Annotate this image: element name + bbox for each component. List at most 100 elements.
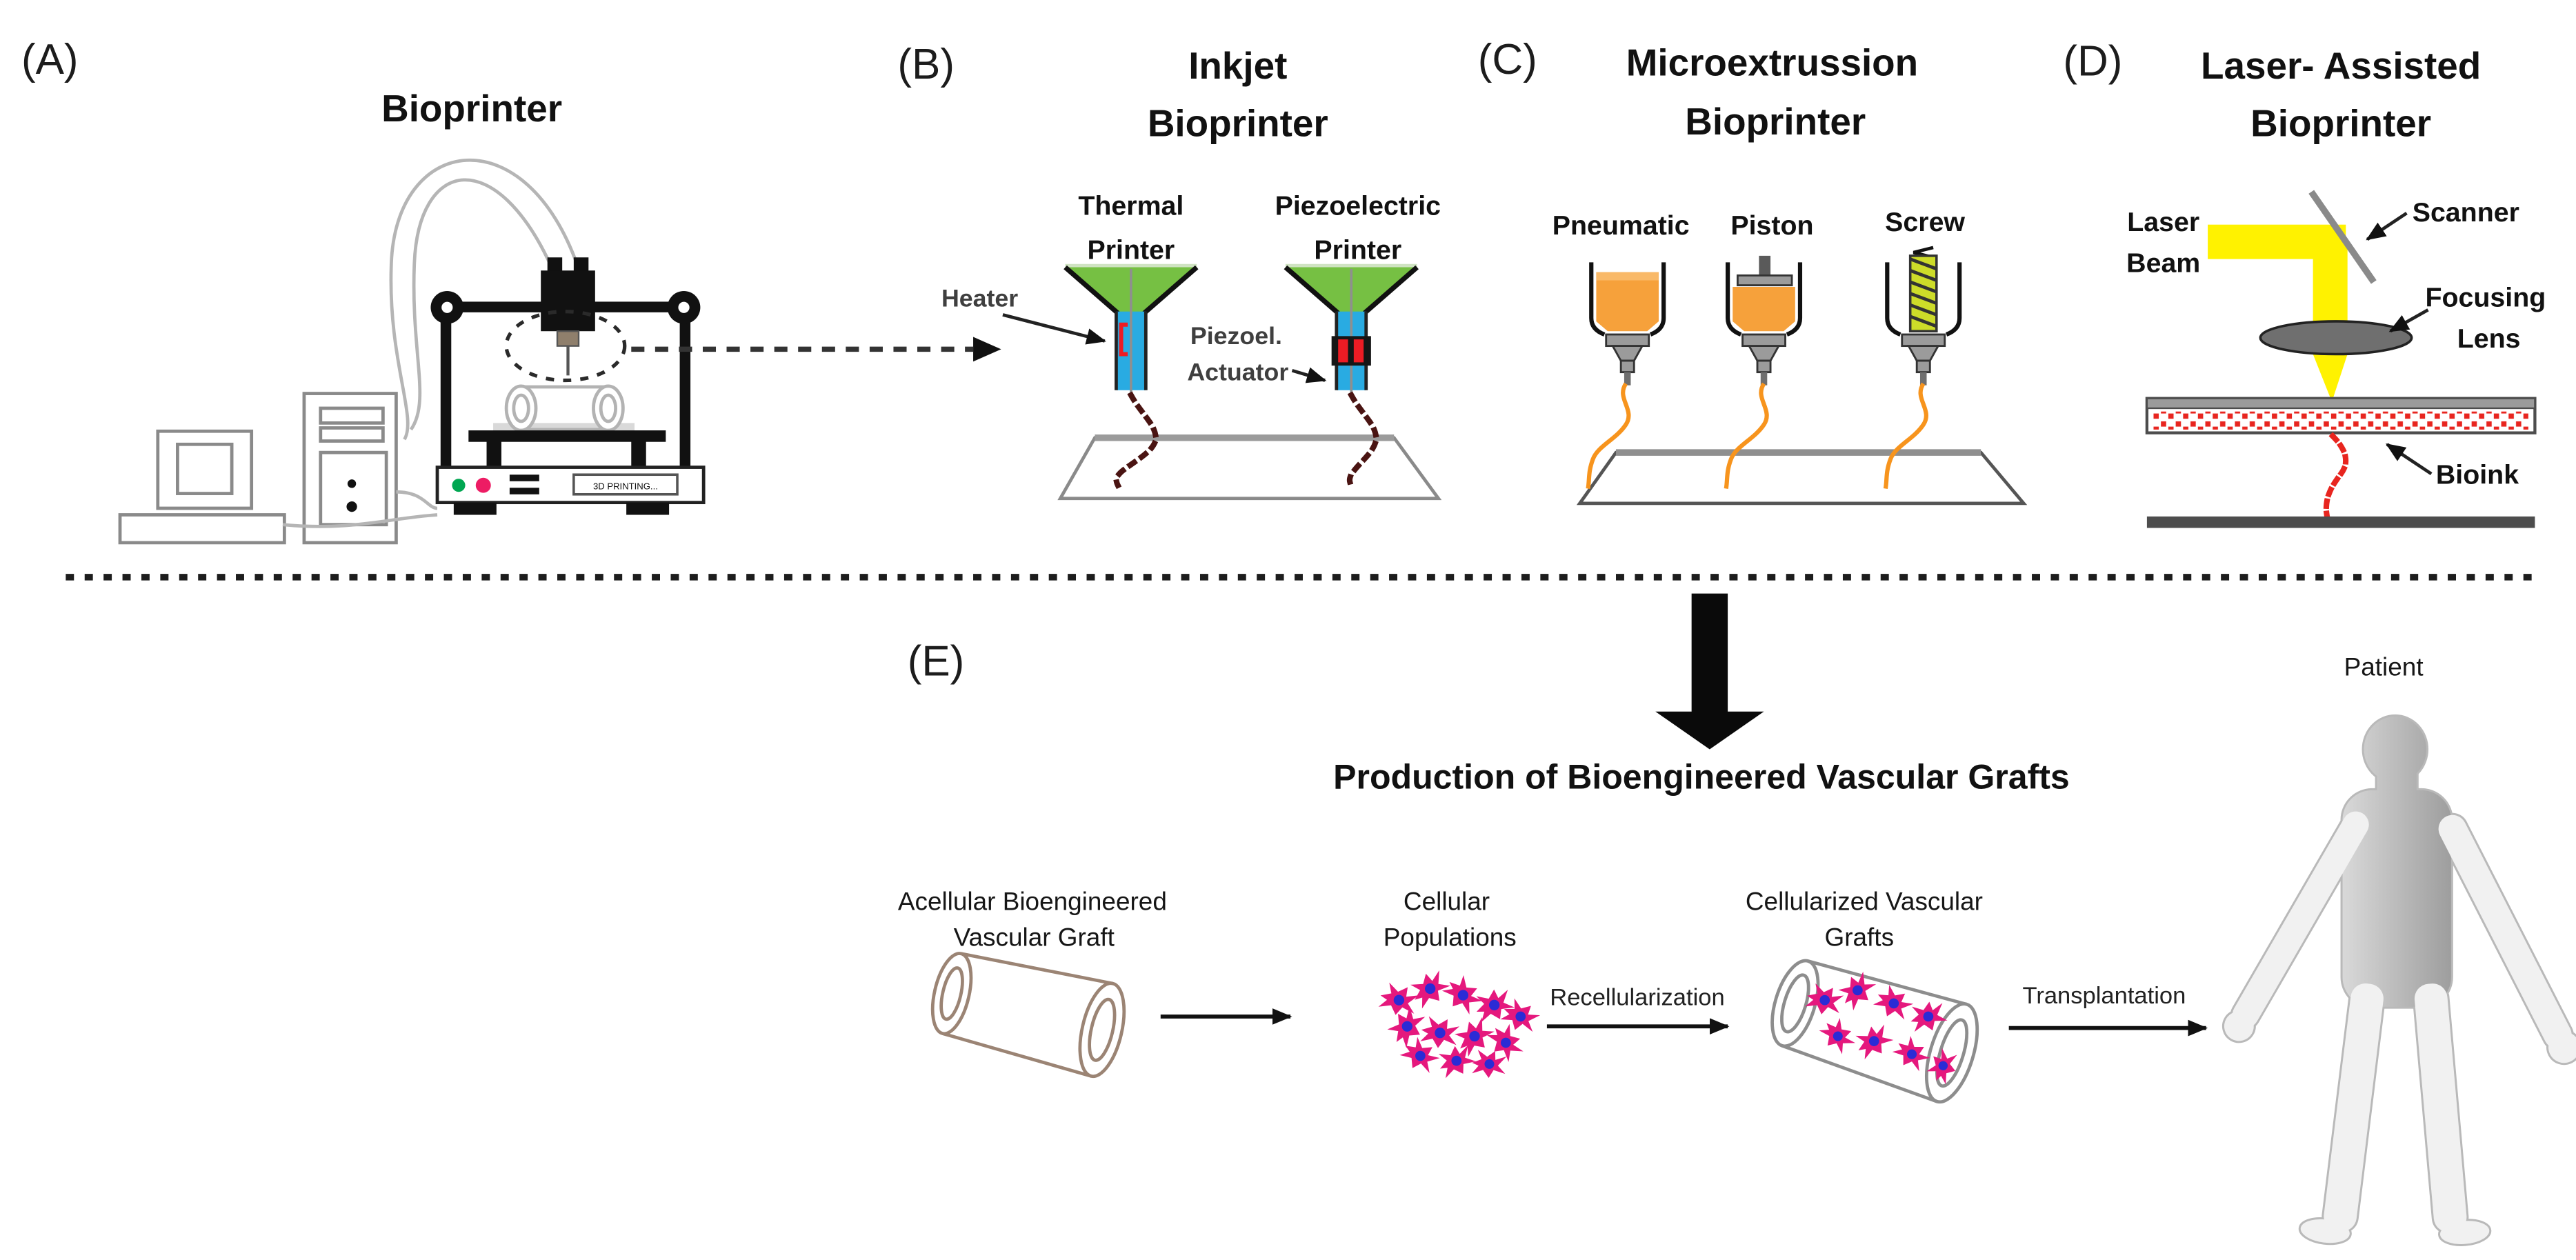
screw-label: Screw bbox=[1885, 207, 1965, 237]
actuator-band bbox=[1331, 336, 1371, 366]
laser-beam bbox=[2208, 224, 2348, 402]
piston-label: Piston bbox=[1730, 210, 1813, 241]
printed-vascular-graft bbox=[493, 384, 635, 432]
extruded-filament bbox=[1724, 382, 1769, 489]
panel-c: (C) Microextrussion Bioprinter Pneumatic… bbox=[1478, 36, 2028, 506]
panel-a-title: Bioprinter bbox=[381, 87, 562, 130]
actuator-arrow bbox=[1291, 367, 1327, 383]
bioink-layer bbox=[2153, 411, 2528, 430]
panel-e-title: Production of Bioengineered Vascular Gra… bbox=[1333, 758, 2070, 797]
droplet-trail-piezo bbox=[1346, 391, 1379, 490]
bioprinter-machine: 3D PRINTING... bbox=[430, 257, 706, 515]
acellular-graft-label-line2: Vascular Graft bbox=[954, 923, 1115, 952]
big-down-arrow bbox=[1655, 593, 1764, 750]
focusing-label-line2: Lens bbox=[2457, 323, 2521, 354]
thermal-printhead bbox=[1064, 263, 1199, 394]
bioink-ribbon bbox=[2145, 397, 2537, 434]
pneumatic-syringe bbox=[1589, 262, 1666, 386]
substrate bbox=[2146, 516, 2535, 528]
bioink-arrow bbox=[2385, 443, 2433, 476]
print-nozzle bbox=[556, 330, 580, 347]
panel-d: (D) Laser- Assisted Bioprinter Laser Bea… bbox=[2063, 37, 2546, 528]
printer-foot bbox=[626, 502, 670, 515]
inkjet-platform bbox=[1057, 434, 1442, 501]
piezoelectric-label-line1: Piezoelectric bbox=[1275, 190, 1441, 221]
pneumatic-label: Pneumatic bbox=[1552, 210, 1690, 241]
laser-beam-label-line1: Laser bbox=[2127, 207, 2199, 237]
panel-c-title-line2: Bioprinter bbox=[1685, 100, 1866, 143]
scanner-mirror bbox=[2308, 190, 2377, 284]
build-table bbox=[468, 430, 666, 442]
focusing-label-line1: Focusing bbox=[2426, 283, 2546, 313]
heater-label: Heater bbox=[941, 285, 1018, 312]
panel-c-tag: (C) bbox=[1478, 36, 1537, 83]
panel-d-title-line2: Bioprinter bbox=[2250, 101, 2431, 144]
piezoelectric-label-line2: Printer bbox=[1314, 235, 1401, 266]
power-led-pink bbox=[475, 477, 491, 493]
focusing-arrow bbox=[2388, 308, 2429, 333]
cellular-populations-label-line1: Cellular bbox=[1404, 887, 1490, 915]
computer-tower bbox=[302, 392, 398, 545]
actuator-label-line1: Piezoel. bbox=[1190, 322, 1282, 350]
printer-cables bbox=[282, 158, 581, 528]
thermal-label-line1: Thermal bbox=[1078, 190, 1184, 221]
scanner-label: Scanner bbox=[2413, 197, 2519, 228]
extruded-filament bbox=[1883, 382, 1928, 489]
print-head bbox=[541, 270, 595, 332]
screw-syringe bbox=[1885, 246, 1962, 386]
computer-monitor bbox=[118, 429, 286, 545]
tower-button bbox=[346, 501, 357, 512]
print-head-connector bbox=[547, 257, 563, 274]
piezoelectric-printhead bbox=[1284, 263, 1419, 394]
acellular-graft bbox=[930, 952, 1126, 1079]
panel-b-tag: (B) bbox=[897, 41, 955, 88]
patient-silhouette bbox=[2219, 717, 2576, 1247]
patient-label: Patient bbox=[2344, 653, 2424, 681]
cellular-populations-label-line2: Populations bbox=[1384, 923, 1517, 952]
zoom-arrow bbox=[631, 337, 1001, 362]
panel-b: (B) Inkjet Bioprinter Thermal Printer Pi… bbox=[897, 41, 1442, 501]
print-head-connector bbox=[573, 257, 589, 274]
panel-d-tag: (D) bbox=[2063, 37, 2122, 85]
cellularized-grafts-label-line2: Grafts bbox=[1825, 923, 1895, 952]
scanner-arrow bbox=[2366, 212, 2408, 241]
laser-beam-label-line2: Beam bbox=[2126, 248, 2200, 279]
piston-syringe bbox=[1725, 255, 1803, 386]
panel-e-tag: (E) bbox=[908, 638, 965, 686]
extrusion-platform bbox=[1576, 449, 2028, 506]
cellularized-grafts-label-line1: Cellularized Vascular bbox=[1746, 887, 1983, 915]
piezo-actuator-element bbox=[1353, 339, 1364, 363]
keyboard-base bbox=[118, 513, 286, 545]
panel-e: (E) Production of Bioengineered Vascular… bbox=[898, 638, 2576, 1247]
frame-rail-right bbox=[679, 311, 691, 472]
panel-b-title-line2: Bioprinter bbox=[1148, 101, 1328, 144]
laser-droplet-trail bbox=[2323, 432, 2349, 523]
panel-d-title-line1: Laser- Assisted bbox=[2201, 44, 2481, 87]
actuator-label-line2: Actuator bbox=[1187, 359, 1288, 386]
recellularization-label: Recellularization bbox=[1550, 984, 1724, 1010]
acellular-graft-label-line1: Acellular Bioengineered bbox=[898, 887, 1167, 915]
heater-element bbox=[1119, 322, 1128, 357]
panel-c-title-line1: Microextrussion bbox=[1626, 41, 1918, 83]
front-label-box bbox=[572, 473, 679, 496]
thermal-label-line2: Printer bbox=[1088, 235, 1175, 266]
droplet-trail-thermal bbox=[1113, 391, 1159, 490]
panel-a-tag: (A) bbox=[21, 36, 79, 83]
panel-a: (A) Bioprinter bbox=[21, 36, 1001, 545]
cellularized-graft bbox=[1770, 959, 1979, 1104]
focusing-lens bbox=[2259, 320, 2413, 356]
bioink-label: Bioink bbox=[2436, 459, 2519, 490]
piezo-actuator-element bbox=[1338, 339, 1348, 363]
frame-rail-left bbox=[440, 311, 452, 472]
panel-b-title-line1: Inkjet bbox=[1188, 44, 1287, 87]
auger-threads bbox=[1909, 257, 1937, 328]
power-led-green bbox=[452, 479, 466, 492]
cell-population bbox=[1376, 966, 1544, 1081]
printer-foot bbox=[453, 502, 497, 515]
tower-button bbox=[347, 479, 357, 488]
heater-arrow bbox=[1002, 313, 1107, 345]
extruded-filament bbox=[1586, 382, 1631, 489]
front-label-text: 3D PRINTING... bbox=[593, 481, 658, 492]
